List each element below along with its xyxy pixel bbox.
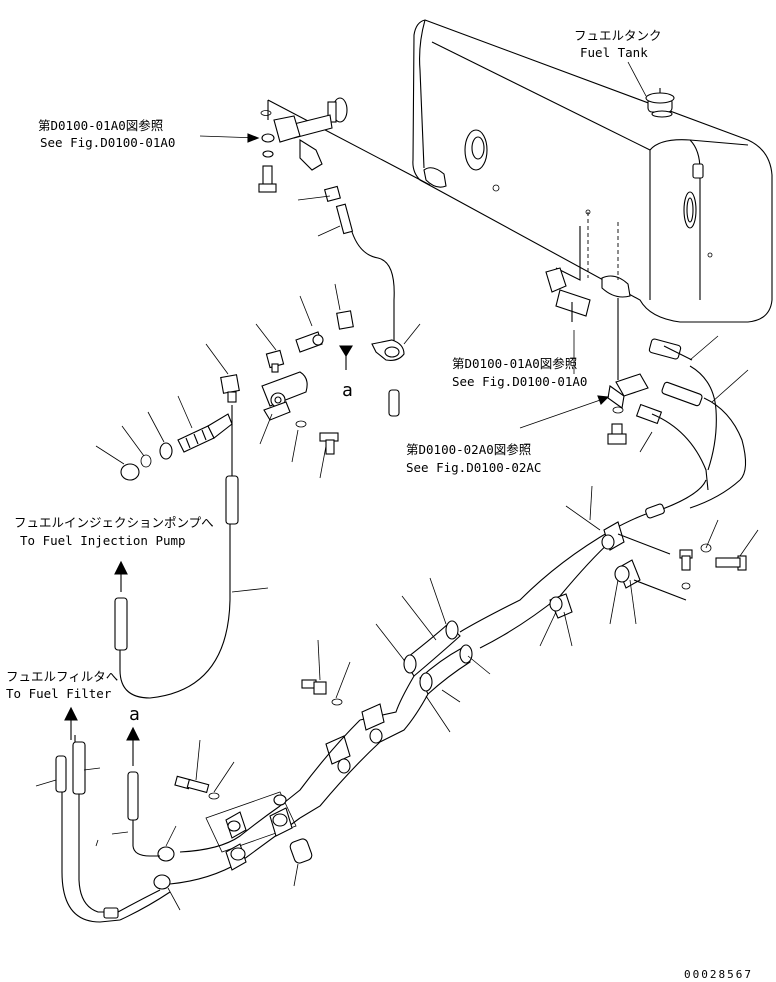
- right-valve-assembly: [607, 298, 747, 491]
- fuel-tank-cap: [645, 88, 675, 118]
- marker-a-lower: a: [129, 704, 140, 725]
- label-filter-jp: フュエルフィルタへ: [6, 669, 118, 684]
- label-pump-en: To Fuel Injection Pump: [20, 533, 186, 548]
- label-ref2-jp: 第D0100-01A0図参照: [452, 356, 577, 371]
- wire-clip: [371, 339, 405, 361]
- filter-line-fitting-1: [114, 597, 128, 651]
- drawing-number: 00028567: [684, 968, 753, 981]
- arrow-ref3: [597, 395, 610, 405]
- marker-a-upper: a: [342, 380, 353, 401]
- leader-fuel-tank: [627, 61, 647, 97]
- arrow-pump: [114, 560, 128, 575]
- label-ref3-en: See Fig.D0100-02AC: [406, 460, 541, 475]
- label-ref3-jp: 第D0100-02A0図参照: [406, 442, 531, 457]
- label-ref2-en: See Fig.D0100-01A0: [452, 374, 587, 389]
- label-filter-en: To Fuel Filter: [6, 686, 112, 701]
- arrow-a-upper: [339, 345, 353, 358]
- top-valve-assembly: [258, 97, 431, 235]
- wire-plug: [388, 389, 400, 417]
- sensor-wire: [351, 231, 395, 360]
- leader-ref3: [519, 397, 607, 429]
- filter-lines: [55, 735, 171, 923]
- label-pump-jp: フュエルインジェクションポンプへ: [14, 515, 214, 530]
- fuel-tank: [412, 19, 773, 323]
- arrow-ref1: [247, 133, 260, 143]
- mid-valve-assembly: [120, 310, 354, 481]
- arrow-filter: [64, 706, 78, 721]
- label-fuel-tank-jp: フュエルタンク: [574, 28, 662, 43]
- label-ref1-en: See Fig.D0100-01A0: [40, 135, 175, 150]
- pump-line-fitting: [225, 475, 239, 525]
- label-ref1-jp: 第D0100-01A0図参照: [38, 118, 163, 133]
- label-fuel-tank-en: Fuel Tank: [580, 45, 648, 60]
- tank-drain-valve: [545, 209, 619, 322]
- fuel-hose-route: [153, 479, 747, 890]
- arrow-a-lower: [126, 726, 140, 741]
